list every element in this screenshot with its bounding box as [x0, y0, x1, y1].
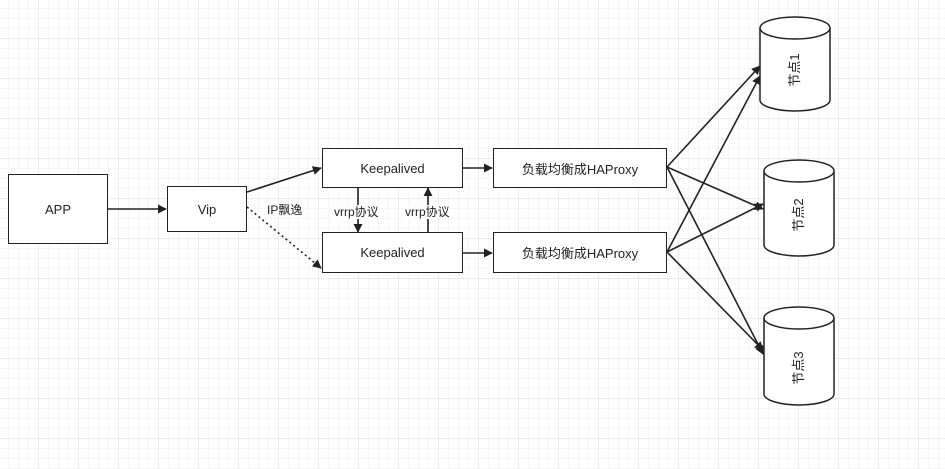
node3-label: 节点3	[791, 351, 806, 385]
database-icon	[763, 159, 835, 257]
vip-box: Vip	[167, 186, 247, 232]
node2-label: 节点2	[791, 198, 806, 232]
app-label: APP	[44, 201, 71, 217]
haproxy-bottom-box: 负载均衡成HAProxy	[493, 232, 667, 273]
keepalived-bottom-box: Keepalived	[322, 232, 463, 273]
vrrp-up-label: vrrp协议	[404, 205, 451, 219]
vip-label: Vip	[197, 201, 217, 217]
edge-haproxy-bottom-to-node1	[666, 75, 761, 253]
keepalived-top-box: Keepalived	[322, 148, 463, 188]
haproxy-top-box: 负载均衡成HAProxy	[493, 148, 667, 188]
ip-float-label: IP飘逸	[266, 203, 304, 217]
edge-haproxy-top-to-node2	[666, 166, 764, 210]
edge-haproxy-top-to-node3	[666, 166, 764, 355]
node2-cylinder: 节点2	[763, 159, 835, 257]
edge-haproxy-bottom-to-node3	[666, 251, 764, 351]
edge-haproxy-top-to-node1	[666, 65, 761, 168]
edge-vip-to-keepalived-bottom	[246, 206, 322, 269]
vrrp-down-label: vrrp协议	[333, 205, 380, 219]
keepalived-bottom-label: Keepalived	[360, 245, 425, 260]
haproxy-bottom-label: 负载均衡成HAProxy	[521, 246, 639, 261]
app-box: APP	[8, 174, 108, 244]
node1-label: 节点1	[787, 53, 802, 87]
database-icon	[763, 306, 835, 406]
database-icon	[759, 16, 831, 112]
haproxy-top-label: 负载均衡成HAProxy	[521, 161, 639, 177]
edge-vip-to-keepalived-top	[246, 166, 322, 193]
node1-cylinder: 节点1	[759, 16, 831, 112]
keepalived-top-label: Keepalived	[360, 160, 425, 176]
edge-haproxy-bottom-to-node2	[666, 203, 764, 253]
node3-cylinder: 节点3	[763, 306, 835, 406]
